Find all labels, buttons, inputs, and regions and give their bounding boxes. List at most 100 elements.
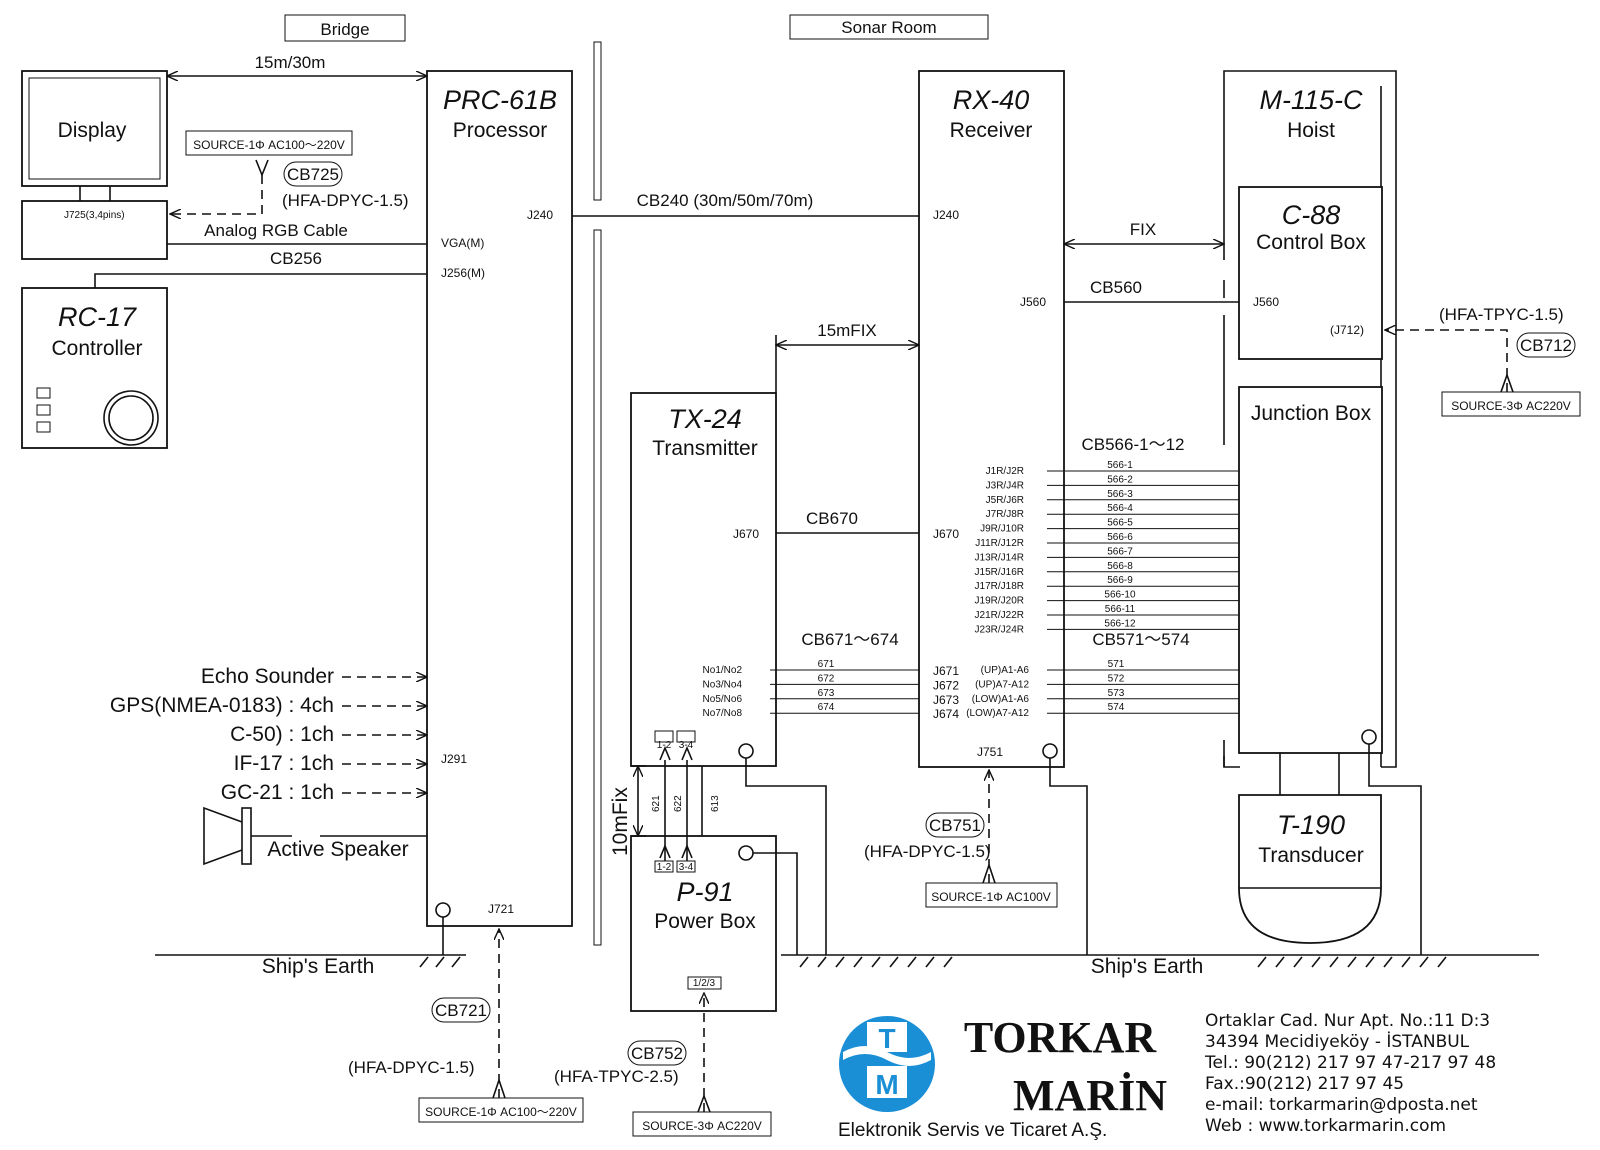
cb566-wire-label: 566-7 [1107, 546, 1133, 557]
display-source-box [185, 130, 353, 156]
cb566-wire-label: 566-5 [1107, 518, 1133, 529]
control-box-source: SOURCE-3Φ AC220V [1451, 399, 1571, 413]
cb721-type: (HFA-DPYC-1.5) [348, 1058, 475, 1077]
cb57x-wire-label: 571 [1108, 659, 1125, 670]
display-connector: J725(3,4pins) [64, 210, 125, 221]
input-label: IF-17 : 1ch [234, 752, 334, 775]
earth-hatch-mark [943, 956, 953, 968]
cb712-type: (HFA-TPYC-1.5) [1439, 305, 1564, 324]
cb571-label: CB571～574 [1092, 630, 1189, 649]
cb751-tag-box [925, 812, 985, 838]
earth-hatch-mark [907, 956, 917, 968]
bulkhead-top [593, 41, 602, 201]
earth-hatch-mark [871, 956, 881, 968]
address-line: Fax.:90(212) 217 97 45 [1205, 1074, 1404, 1094]
term-34-bottom: 3-4 [679, 862, 694, 873]
address-line: 34394 Mecidiyeköy - İSTANBUL [1205, 1031, 1470, 1052]
rx-j67x-label: J674 [933, 707, 959, 721]
receiver-j751: J751 [977, 745, 1003, 759]
term-12-bottom: 1-2 [657, 862, 672, 873]
cb67x-wire-label: 674 [818, 702, 835, 713]
processor-model: PRC-61B [443, 85, 557, 115]
earth-label-right: Ship's Earth [1091, 955, 1204, 978]
cb240-label: CB240 (30m/50m/70m) [637, 191, 814, 210]
rx-range-label: (UP)A1-A6 [981, 665, 1030, 676]
receiver-model: RX-40 [953, 85, 1030, 115]
earth-hatch-mark [835, 956, 845, 968]
processor-source-box [418, 1097, 584, 1123]
cb752-tag: CB752 [631, 1044, 683, 1063]
rx-jack-label: J11R/J12R [975, 538, 1024, 549]
fix-label: FIX [1130, 220, 1156, 239]
earth-hatch-mark [1401, 956, 1411, 968]
earth-hatch-mark [1293, 956, 1303, 968]
cb57x-wire-label: 574 [1108, 702, 1125, 713]
rx-range-label: (LOW)A1-A6 [972, 694, 1030, 705]
cb566-label: CB566-1～12 [1081, 435, 1184, 454]
earth-hatch-mark [1383, 956, 1393, 968]
earth-hatch-mark [1311, 956, 1321, 968]
power-box-model: P-91 [676, 877, 733, 907]
rx-jack-label: J23R/J24R [975, 624, 1024, 635]
junction-box-name: Junction Box [1251, 402, 1372, 425]
input-label: GPS(NMEA-0183) : 4ch [110, 694, 334, 717]
rx-jack-label: J19R/J20R [975, 596, 1024, 607]
cb566-wire-label: 566-1 [1107, 460, 1133, 471]
earth-hatch-mark [799, 956, 809, 968]
hoist-outline-outer [1223, 70, 1397, 768]
rx-jack-label: J9R/J10R [980, 524, 1024, 535]
speaker-icon [203, 806, 427, 866]
input-label: C-50) : 1ch [230, 723, 334, 746]
cb671-label: CB671～674 [801, 630, 898, 649]
rx-j67x-label: J672 [933, 678, 959, 692]
earth-hatch [419, 956, 1447, 968]
cb256-label: CB256 [270, 249, 322, 268]
cb67x-wire-label: 672 [818, 673, 835, 684]
address-line: Web : www.torkarmarin.com [1205, 1116, 1446, 1136]
transmitter-j670: J670 [733, 527, 759, 541]
rx-jack-label: J5R/J6R [986, 495, 1024, 506]
ten-fix-label: 10mFix [609, 787, 632, 856]
rx-jack-label: J17R/J18R [975, 581, 1024, 592]
cb712-tag: CB712 [1520, 336, 1572, 355]
earth-hatch-mark [925, 956, 935, 968]
logo-letter-m: M [875, 1069, 898, 1100]
term-12-top: 1-2 [657, 740, 672, 751]
wire-622: 622 [673, 795, 684, 812]
cb560-label: CB560 [1090, 278, 1142, 297]
cb725-cable [170, 175, 263, 214]
earth-hatch-mark [419, 956, 429, 968]
cb721-tag: CB721 [435, 1001, 487, 1020]
cb752-fork [697, 1093, 711, 1113]
transmitter-name: Transmitter [652, 437, 757, 460]
cb566-wire-label: 566-4 [1107, 503, 1133, 514]
transducer-name: Transducer [1258, 844, 1363, 867]
rx-j67x-label: J671 [933, 664, 959, 678]
processor-j291: J291 [441, 752, 467, 766]
cb725-fork [255, 159, 269, 178]
junction-box-unit [1238, 386, 1383, 754]
control-box-j560: J560 [1253, 295, 1279, 309]
processor-name: Processor [453, 119, 548, 142]
power-box-term: 1/2/3 [693, 978, 716, 989]
receiver-source: SOURCE-1Φ AC100V [931, 890, 1051, 904]
cb566-wire-label: 566-6 [1107, 532, 1133, 543]
input-label: GC-21 : 1ch [221, 781, 334, 804]
tx-pair-label: No5/No6 [703, 694, 743, 705]
cb566-wire-label: 566-8 [1107, 561, 1133, 572]
cb566-wire-label: 566-3 [1107, 489, 1133, 500]
logo-letter-t: T [878, 1023, 895, 1054]
cb721-tag-box [431, 997, 491, 1023]
address-line: e-mail: torkarmarin@dposta.net [1205, 1095, 1478, 1115]
cb57x-wire-label: 572 [1108, 673, 1125, 684]
cb566-wire-label: 566-11 [1105, 604, 1136, 615]
hoist-name: Hoist [1287, 119, 1335, 142]
cb712-cable [1385, 330, 1508, 392]
earth-hatch-mark [817, 956, 827, 968]
cb751-type: (HFA-DPYC-1.5) [864, 842, 991, 861]
bridge-header: Bridge [320, 20, 369, 39]
transducer-model: T-190 [1277, 810, 1345, 840]
